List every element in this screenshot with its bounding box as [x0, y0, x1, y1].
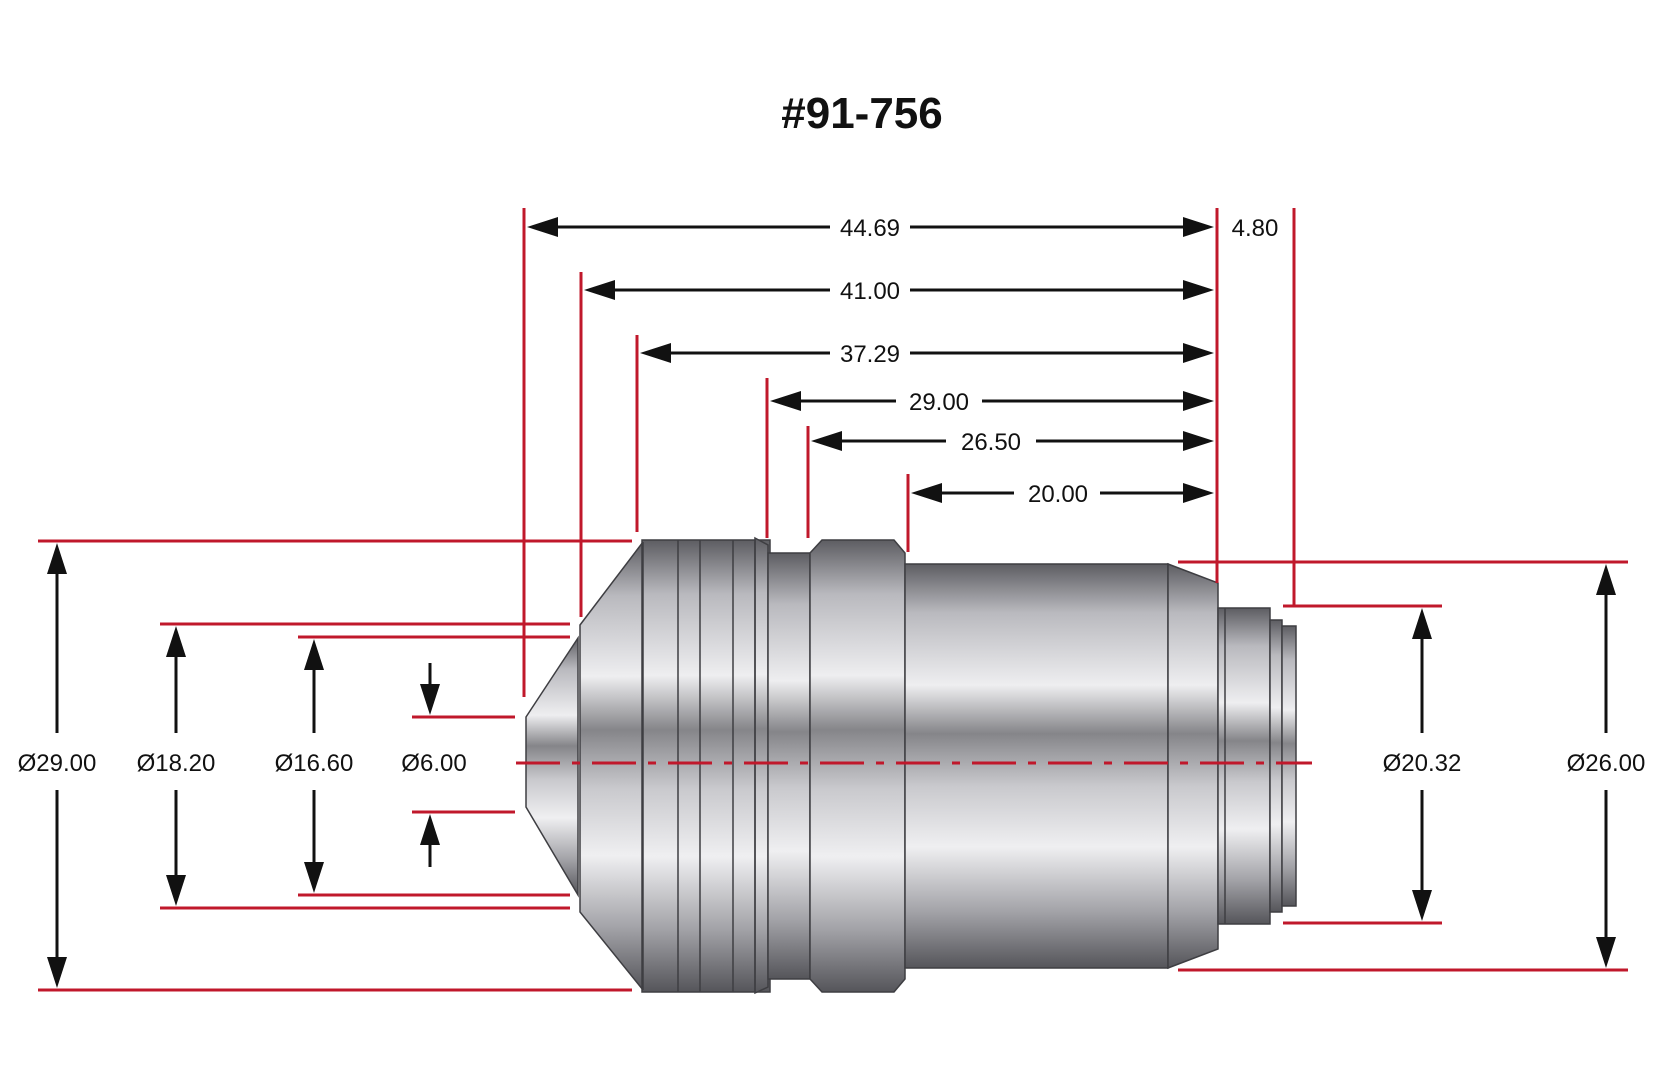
length-label: 37.29 [840, 341, 900, 368]
front-tip [525, 635, 579, 898]
length-dimension-20-00: 20.00 [911, 481, 1214, 508]
length-label: 44.69 [840, 215, 900, 242]
diameter-dimension-16-60: Ø16.60 [275, 639, 354, 893]
length-label: 41.00 [840, 278, 900, 305]
lens-body [525, 536, 1297, 995]
thread-mount [1217, 607, 1271, 925]
length-dimension-26-50: 26.50 [811, 429, 1214, 456]
length-label: 26.50 [961, 429, 1021, 456]
diameter-dimension-20-32: Ø20.32 [1383, 608, 1462, 921]
diameter-dimension-26-00: Ø26.00 [1567, 564, 1646, 968]
diameter-dimension-18-20: Ø18.20 [137, 626, 216, 906]
collar-neck [767, 552, 811, 980]
diameter-label: Ø16.60 [275, 750, 354, 777]
knurled-section [641, 539, 771, 993]
diameter-label: Ø26.00 [1567, 750, 1646, 777]
rear-taper [1167, 562, 1219, 970]
diameter-label: Ø20.32 [1383, 750, 1462, 777]
length-label: 4.80 [1232, 215, 1279, 242]
diameter-label: Ø6.00 [401, 750, 466, 777]
diameter-label: Ø29.00 [18, 750, 97, 777]
retaining-ring [754, 536, 769, 995]
diameter-dimension-6-00: Ø6.00 [401, 663, 467, 867]
main-barrel [904, 563, 1169, 969]
length-label: 20.00 [1028, 481, 1088, 508]
collar [809, 539, 906, 993]
length-label: 29.00 [909, 389, 969, 416]
diameter-dimension-29-00: Ø29.00 [18, 543, 97, 988]
length-dimension-44-69: 44.69 [527, 215, 1214, 242]
extension-lines [38, 208, 1628, 992]
length-dimension-4-80: 4.80 [1232, 215, 1279, 242]
part-number-title: #91-756 [781, 89, 942, 138]
length-dimension-41-00: 41.00 [584, 278, 1214, 305]
length-dimension-37-29: 37.29 [640, 341, 1214, 368]
length-dimension-29-00: 29.00 [770, 389, 1214, 416]
thread-end [1281, 625, 1297, 907]
front-cone [579, 539, 644, 993]
diameter-label: Ø18.20 [137, 750, 216, 777]
thread-flange [1269, 619, 1283, 913]
